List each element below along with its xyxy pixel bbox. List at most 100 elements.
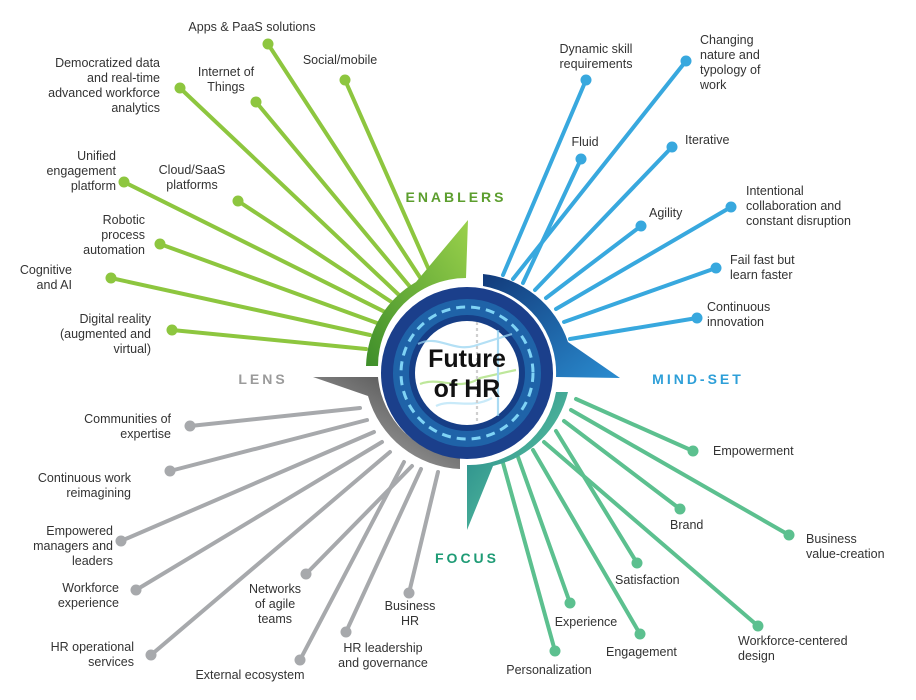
lens-spoke-external-ecosystem (298, 460, 406, 662)
enablers-spoke-dot-digital-reality-augmented-and-virtual (166, 324, 178, 336)
focus-label-line: Engagement (606, 645, 677, 659)
lens-spoke-dot-communities-of-expertise (184, 420, 196, 432)
lens-spoke-dot-external-ecosystem (294, 654, 306, 666)
lens-spoke-empowered-managers-and-leaders (119, 430, 376, 543)
focus-spoke-dot-brand (674, 503, 686, 515)
mindset-label-line: Changing (700, 33, 754, 47)
lens-label-line: Continuous work (38, 471, 132, 485)
lens-spoke-dot-empowered-managers-and-leaders (115, 535, 127, 547)
enablers-label-line: Cognitive (20, 263, 72, 277)
quadrant-title-lens: LENS (238, 371, 287, 387)
lens-arrow (313, 377, 460, 469)
dashed-ring (399, 305, 535, 441)
enablers-spoke-cloud-saas-platforms (236, 199, 395, 305)
focus-arrow (467, 392, 568, 530)
enablers-spoke-dot-internet-of-things (250, 96, 262, 108)
enablers-spoke-cognitive-and-ai (109, 276, 372, 337)
lens-spoke-business-hr (407, 470, 440, 595)
focus-label-empowerment: Empowerment (713, 444, 794, 458)
enablers-label-line: Things (207, 80, 245, 94)
focus-spoke-business-value-creation (569, 408, 791, 537)
enablers-label-line: Democratized data (55, 56, 160, 70)
enablers-label-line: and AI (37, 278, 72, 292)
enablers-spoke-dot-social-mobile (339, 74, 351, 86)
quadrant-title-enablers: ENABLERS (405, 189, 506, 205)
center-hub: Future of HR (313, 220, 620, 530)
lens-spoke-communities-of-expertise (188, 406, 362, 428)
focus-label-line: value-creation (806, 547, 885, 561)
center-title-line-1: Future (428, 345, 506, 373)
enablers-label-line: process (101, 228, 145, 242)
center-title-line-2: of HR (434, 375, 501, 403)
lens-label-line: HR (401, 614, 419, 628)
mindset-label-line: Continuous (707, 300, 770, 314)
focus-label-line: Empowerment (713, 444, 794, 458)
enablers-label-line: analytics (111, 101, 160, 115)
enablers-label-line: platforms (166, 178, 217, 192)
focus-spoke-dot-empowerment (687, 445, 699, 457)
focus-spoke-brand (562, 419, 682, 511)
mindset-label-line: typology of (700, 63, 761, 77)
mindset-label-line: innovation (707, 315, 764, 329)
lens-label-line: of agile (255, 597, 295, 611)
mindset-spoke-intentional-collaboration-and-constant-disruption (554, 205, 733, 311)
mindset-label-fluid: Fluid (571, 135, 598, 149)
mindset-label-line: Fail fast but (730, 253, 795, 267)
enablers-label-line: Digital reality (79, 312, 151, 326)
spoke-lines (105, 38, 795, 666)
lens-label-line: Business (385, 599, 436, 613)
quadrant-title-mindset: MIND-SET (652, 371, 744, 387)
mindset-spoke-dot-continuous-innovation (691, 312, 703, 324)
lens-label-line: experience (58, 596, 119, 610)
mindset-spoke-agility (544, 224, 643, 300)
mindset-label-line: learn faster (730, 268, 793, 282)
mindset-spoke-continuous-innovation (568, 316, 699, 341)
mindset-label-line: work (699, 78, 727, 92)
mindset-spoke-dot-fail-fast-but-learn-faster (710, 262, 722, 274)
focus-label-line: Satisfaction (615, 573, 680, 587)
lens-spoke-dot-hr-operational-services (145, 649, 157, 661)
focus-spoke-dot-business-value-creation (783, 529, 795, 541)
enablers-spoke-dot-democratized-data-and-real-time-advanced-workforce-analytics (174, 82, 186, 94)
lens-spoke-dot-continuous-work-reimagining (164, 465, 176, 477)
mindset-arrow (483, 274, 620, 378)
lens-spoke-continuous-work-reimagining (168, 418, 369, 473)
mindset-spoke-dynamic-skill-requirements (501, 78, 588, 277)
lens-label-line: and governance (338, 656, 428, 670)
focus-spoke-dot-experience (564, 597, 576, 609)
enablers-label-line: Social/mobile (303, 53, 377, 67)
lens-label-line: managers and (33, 539, 113, 553)
enablers-spoke-dot-robotic-process-automation (154, 238, 166, 250)
enablers-label-line: and real-time (87, 71, 160, 85)
focus-label-experience: Experience (555, 615, 618, 629)
enablers-spoke-democratized-data-and-real-time-advanced-workforce-analytics (178, 86, 402, 298)
enablers-arrow (366, 220, 468, 366)
lens-label-line: leaders (72, 554, 113, 568)
mindset-label-line: Iterative (685, 133, 730, 147)
enablers-label-social-mobile: Social/mobile (303, 53, 377, 67)
enablers-label-line: Robotic (103, 213, 145, 227)
enablers-spoke-digital-reality-augmented-and-virtual (170, 328, 368, 351)
lens-label-line: External ecosystem (195, 668, 304, 682)
focus-spoke-personalization (501, 461, 557, 653)
lens-spoke-dot-business-hr (403, 587, 415, 599)
enablers-spoke-dot-cognitive-and-ai (105, 272, 117, 284)
enablers-label-line: Internet of (198, 65, 255, 79)
lens-label-line: Workforce (62, 581, 119, 595)
lens-label-line: teams (258, 612, 292, 626)
lens-spoke-networks-of-agile-teams (304, 464, 414, 576)
lens-label-line: reimagining (66, 486, 131, 500)
